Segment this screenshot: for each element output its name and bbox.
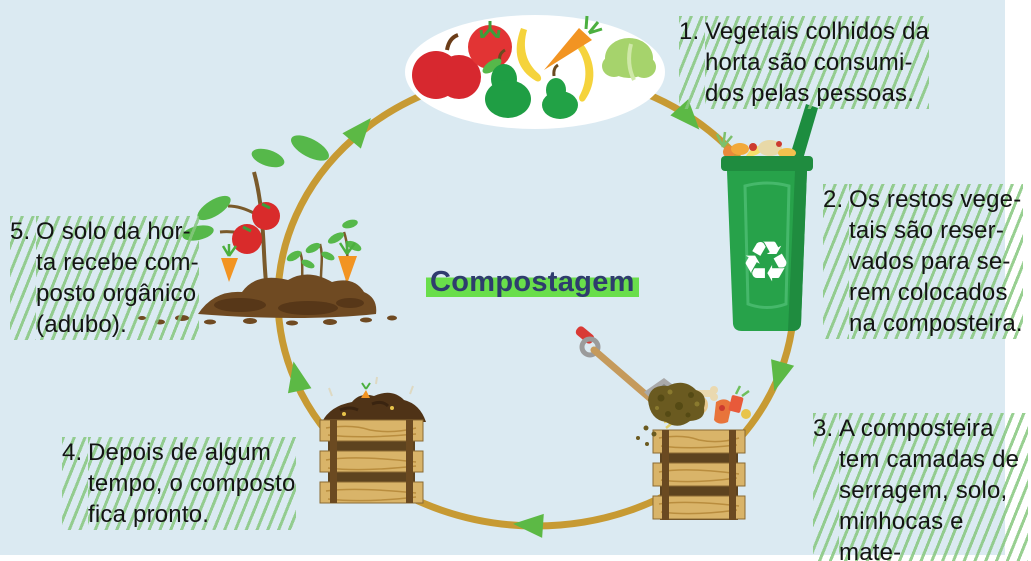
- step-4-text: Depois de algum tempo, o composto fica p…: [88, 437, 296, 530]
- step-4: 4. Depois de algum tempo, o composto fic…: [62, 437, 322, 530]
- shovel-icon: [575, 326, 705, 446]
- tomato-plant: [182, 135, 330, 301]
- bin-shadow: [788, 171, 807, 331]
- cycle-arrow-2: [670, 99, 700, 130]
- carrot-icon: [544, 15, 603, 70]
- step-3: 3. A composteira tem camadas de serragem…: [813, 413, 1028, 561]
- step-3-number: 3.: [813, 413, 839, 561]
- cycle-arrows: [287, 99, 795, 538]
- bin-rim: [721, 156, 813, 171]
- bin-scraps: [715, 131, 796, 158]
- step-2: 2. Os restos vege- tais são reser- vados…: [823, 184, 1023, 339]
- crate-left: [319, 419, 424, 504]
- cycle-arrow-5: [287, 361, 312, 394]
- banana-icon-2: [578, 44, 594, 102]
- step-2-text: Os restos vege- tais são reser- vados pa…: [849, 184, 1023, 339]
- cycle-arrow-3: [771, 359, 795, 392]
- step-1-number: 1.: [679, 16, 705, 109]
- step-5-number: 5.: [10, 216, 36, 340]
- cycle-arrow-1: [342, 117, 371, 149]
- pear-icon-2: [542, 63, 578, 119]
- produce-oval: [405, 15, 665, 129]
- bin-panel: [743, 181, 791, 309]
- pear-icon: [482, 48, 531, 118]
- diagram-title: Compostagem: [426, 266, 639, 299]
- lettuce-icon: [602, 38, 656, 81]
- apple-icon: [412, 33, 481, 99]
- step-4-number: 4.: [62, 437, 88, 530]
- falling-crumbs: [636, 425, 657, 446]
- crate-right: [652, 429, 746, 520]
- title-text: Compostagem: [426, 266, 639, 298]
- compost-ready-crate: [319, 376, 426, 504]
- compost-mound: [322, 376, 426, 422]
- cycle-arrow-4: [513, 513, 544, 538]
- composter-crate-with-scraps: [575, 326, 751, 520]
- recycling-bin: ♻: [715, 104, 818, 331]
- bin-lid: [788, 104, 818, 166]
- step-3-text: A composteira tem camadas de serragem, s…: [839, 413, 1028, 561]
- step-1: 1. Vegetais colhidos da horta são consum…: [679, 16, 959, 109]
- soil-carrot-icons: [221, 241, 357, 284]
- step-5: 5. O solo da hor- ta recebe com- posto o…: [10, 216, 220, 340]
- step-5-text: O solo da hor- ta recebe com- posto orgâ…: [36, 216, 199, 340]
- step-1-text: Vegetais colhidos da horta são consumi- …: [705, 16, 930, 109]
- recycle-icon: ♻: [741, 230, 791, 295]
- banana-icon: [516, 28, 542, 82]
- step-2-number: 2.: [823, 184, 849, 339]
